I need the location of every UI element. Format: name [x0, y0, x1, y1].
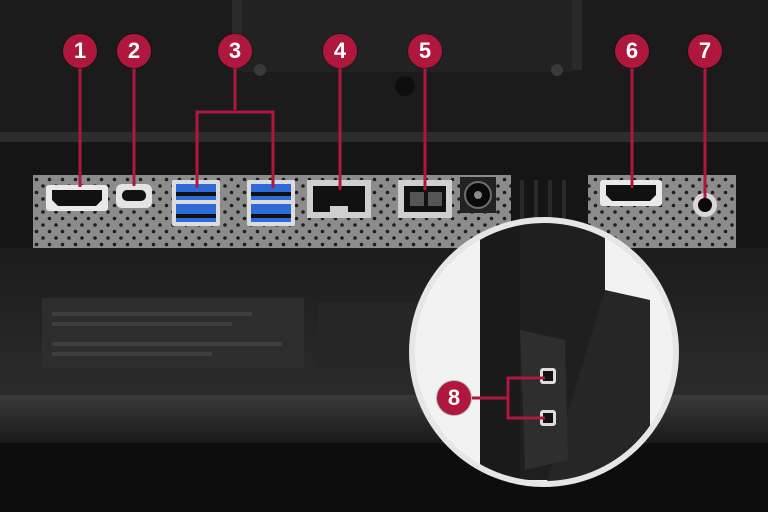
zoom-inset [409, 217, 679, 487]
callout-1: 1 [63, 34, 97, 68]
label-plate [42, 298, 304, 368]
dc-power-icon [460, 177, 496, 213]
callout-7: 7 [688, 34, 722, 68]
mount-bracket [242, 0, 572, 72]
usb-a-icon [247, 180, 295, 226]
callout-3: 3 [218, 34, 252, 68]
callout-4: 4 [323, 34, 357, 68]
micro-usb-icon [540, 410, 556, 426]
callout-2: 2 [117, 34, 151, 68]
callout-8: 8 [437, 381, 471, 415]
bottom-edge [0, 443, 768, 512]
screw [551, 64, 563, 76]
callout-5: 5 [408, 34, 442, 68]
stand-mount-right [572, 0, 582, 70]
recess-lip [0, 132, 768, 142]
micro-usb-icon [540, 368, 556, 384]
hdmi-icon [46, 185, 108, 211]
usb-c-icon [116, 184, 152, 208]
screw [254, 64, 266, 76]
vent-slits [520, 180, 566, 230]
callout-6: 6 [615, 34, 649, 68]
leader-lines [78, 68, 707, 420]
audio-jack-icon [693, 193, 717, 217]
hdmi-icon [600, 180, 662, 206]
label-plate-lines [52, 312, 282, 356]
usb-a-icon [172, 180, 220, 226]
ethernet-icon [307, 180, 371, 218]
screw [395, 76, 415, 96]
